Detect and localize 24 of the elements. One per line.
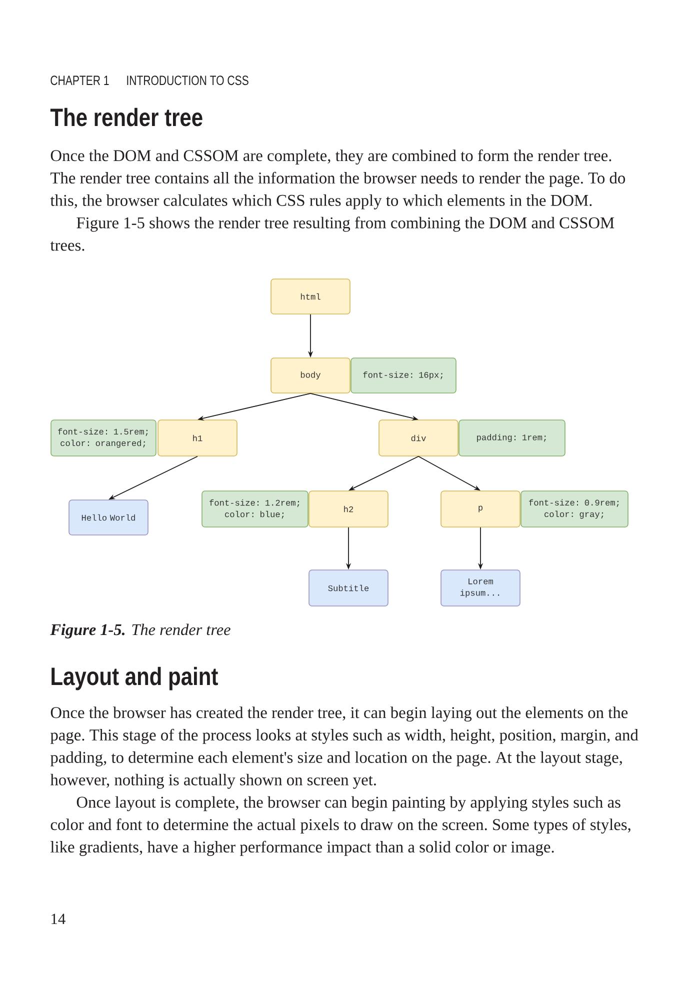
text-box: Hello World	[68, 500, 148, 536]
chapter-number: CHAPTER 1	[50, 76, 109, 86]
chapter-title: INTRODUCTION TO CSS	[127, 76, 248, 86]
element-box: h1	[158, 420, 238, 456]
body-paragraph: Once the DOM and CSSOM are complete, they are combined to form the render tree. The render tree contains all the information the browser needs to render the page. To do this, the browser calculates which CSS rules apply to which elements in the DOM.	[50, 149, 625, 210]
element-box: h2	[308, 490, 388, 528]
style-box: padding: 1rem;	[458, 420, 566, 456]
style-box: font-size: 1.5rem; color: orangered;	[50, 420, 156, 456]
section-heading: Layout and paint	[52, 666, 218, 690]
element-box: body	[270, 358, 350, 394]
body-paragraph: Once the browser has created the render tree, it can begin laying out the elements on the page. This stage of the process looks at styles such as width, height, position, margin, and padding, to determine each element's size and location on the page. At the layout stage, however, nothing is actually shown on screen yet.	[50, 706, 638, 789]
text-box: Subtitle	[308, 570, 388, 606]
section-heading: The render tree	[50, 108, 202, 126]
text-box: Lorem ipsum...	[440, 570, 520, 606]
style-box: font-size: 0.9rem; color: gray;	[520, 490, 628, 528]
figure-caption: Figure 1-5. The render tree	[50, 624, 230, 638]
element-box: p	[440, 490, 520, 528]
body-paragraph: Figure 1-5 shows the render tree resulting from combining the DOM and CSSOM trees.	[50, 216, 614, 251]
page-number: 14	[52, 914, 66, 924]
style-box: font-size: 1.2rem; color: blue;	[202, 490, 308, 528]
body-paragraph: Once layout is complete, the browser can begin painting by applying styles such as color and font to determine the actual pixels to draw on the screen. Some types of styles, like gradients, have a higher performance impact than a solid color or image.	[50, 796, 630, 856]
element-box: div	[378, 420, 458, 456]
style-box: font-size: 16px;	[350, 358, 456, 394]
element-box: html	[270, 278, 350, 314]
